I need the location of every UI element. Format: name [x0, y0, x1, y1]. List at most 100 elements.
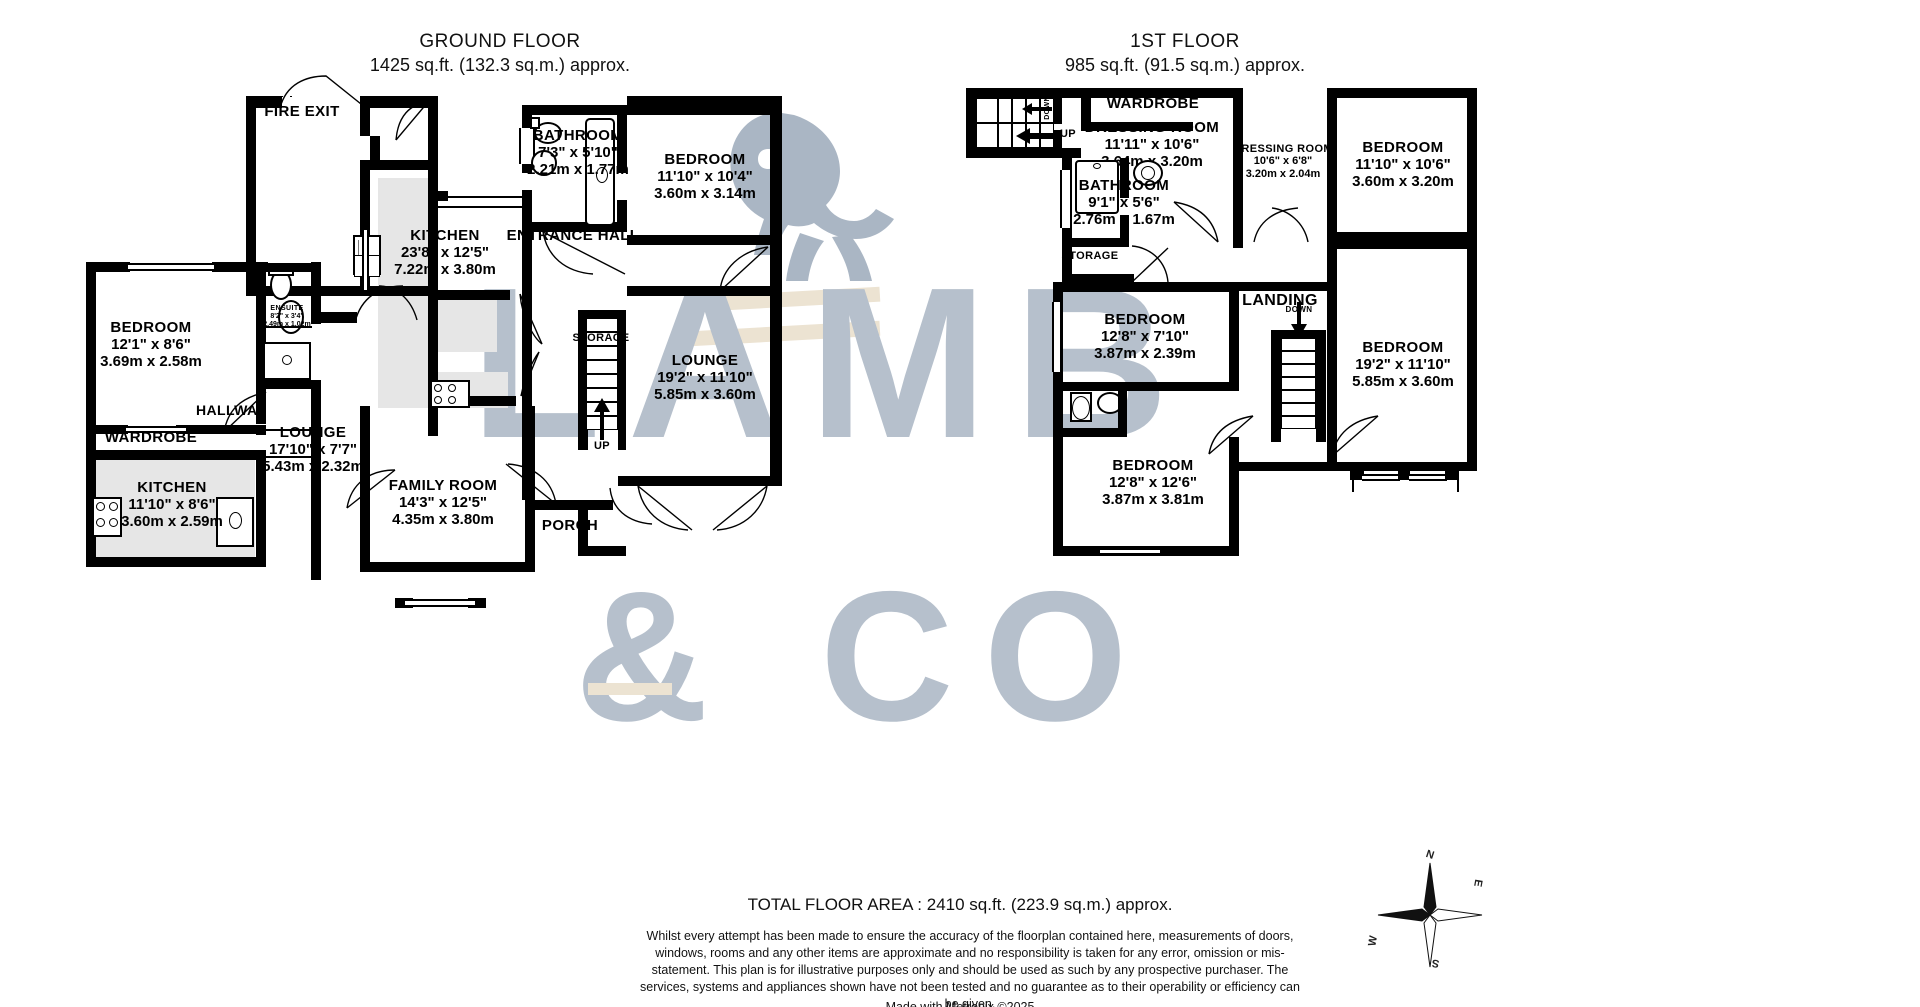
wall [1052, 130, 1062, 158]
wall [618, 310, 626, 450]
door-swing [542, 231, 627, 276]
room-label-bedroom-sw: BEDROOM 12'8" x 12'6" 3.87m x 3.81m [1102, 457, 1204, 508]
wall [1327, 88, 1337, 240]
door-swing [370, 100, 430, 146]
basin-icon [531, 150, 557, 176]
wall [86, 425, 128, 434]
window [1060, 170, 1072, 228]
wall [1337, 240, 1477, 249]
wall [966, 88, 976, 158]
first-floor-title-name: 1ST FLOOR [1130, 31, 1240, 52]
window [1409, 474, 1447, 481]
wall [1053, 282, 1239, 292]
room-label-kitchen-annex: KITCHEN 11'10" x 8'6" 3.60m x 2.59m [121, 479, 223, 530]
door-swing [1330, 412, 1388, 458]
room-dimensions-metric: 2.76m x 1.67m [1073, 210, 1175, 228]
room-dimensions-metric: 5.85m x 3.60m [1352, 372, 1454, 390]
room-dimensions-imperial: 19'2" x 11'10" [657, 368, 753, 386]
wall [618, 476, 628, 486]
room-label-kitchen: KITCHEN 23'8" x 12'5" 7.22m x 3.80m [394, 227, 496, 278]
total-floor-area: TOTAL FLOOR AREA : 2410 sq.ft. (223.9 sq… [747, 895, 1173, 914]
stairs-direction: UP [593, 440, 611, 452]
room-name: FIRE EXIT [264, 103, 340, 120]
door-swing [700, 245, 770, 293]
wall [86, 450, 266, 460]
wall [428, 396, 438, 436]
room-dimensions-metric: 3.60m x 3.20m [1352, 172, 1454, 190]
room-dimensions-metric: 7.22m x 3.80m [394, 260, 496, 278]
room-dimensions-imperial: 8'2" x 3'4" [270, 312, 304, 320]
room-dimensions-imperial: 19'2" x 11'10" [1355, 355, 1451, 373]
window [362, 230, 369, 290]
wall [535, 500, 613, 510]
wall [1120, 158, 1129, 198]
room-dimensions-metric: 5.43m x 2.32m [262, 457, 364, 475]
room-dimensions-imperial: 11'10" x 10'4" [657, 167, 753, 185]
ground-floor-title: GROUND FLOOR 1425 sq.ft. (132.3 sq.m.) a… [300, 30, 700, 76]
wall [370, 136, 380, 160]
wall [360, 562, 535, 572]
room-name: WARDROBE [1106, 95, 1200, 112]
toilet-icon [534, 122, 562, 144]
wall [627, 235, 782, 245]
wall [1233, 88, 1243, 248]
room-name: KITCHEN [137, 479, 207, 496]
room-name: BEDROOM [664, 151, 746, 168]
door-swing [703, 485, 769, 532]
room-label-lounge-annex: LOUNGE 17'10" x 7'7" 5.43m x 2.32m [262, 424, 364, 475]
wall [395, 598, 413, 608]
first-floor-title-area: 985 sq.ft. (91.5 sq.m.) approx. [1064, 54, 1306, 75]
stairs-direction: DOWN [1285, 305, 1313, 314]
window [126, 426, 188, 433]
room-name: LOUNGE [279, 424, 347, 441]
ground-floor-title-name: GROUND FLOOR [419, 31, 581, 52]
disclaimer-text: Whilst every attempt has been made to en… [640, 929, 1300, 1007]
room-dimensions-imperial: 12'8" x 12'6" [1108, 473, 1198, 491]
door-swing [1252, 206, 1310, 244]
window [1052, 302, 1062, 372]
room-name: ENSUITE [270, 305, 304, 312]
wall [966, 88, 1081, 98]
room-dimensions-metric: 4.35m x 3.80m [392, 510, 494, 528]
room-name: BATHROOM [532, 127, 624, 144]
door-swing [608, 486, 658, 526]
room-name: STORAGE [1061, 250, 1119, 262]
room-name: BEDROOM [110, 319, 192, 336]
room-label-porch: PORCH [541, 517, 599, 535]
room-name: HALLWAY [196, 402, 266, 418]
room-label-bathroom-ground: BATHROOM 7'3" x 5'10" 2.21m x 1.77m [527, 127, 629, 178]
wall [1327, 232, 1477, 241]
room-dimensions-metric: 3.20m x 2.04m [1245, 167, 1321, 180]
room-label-hallway: HALLWAY [196, 402, 266, 419]
room-name: PORCH [541, 517, 599, 534]
stairs-up-label: UP [594, 440, 610, 452]
wall [1118, 391, 1127, 437]
wall [246, 286, 370, 296]
room-dimensions-imperial: 12'1" x 8'6" [111, 335, 191, 353]
wall [578, 546, 626, 556]
partition [266, 429, 312, 431]
wall [1062, 238, 1124, 247]
door-swing [1207, 414, 1259, 456]
room-name: ENTRANCE HALL [506, 227, 640, 244]
wall [86, 557, 266, 567]
room-dimensions-metric: 5.85m x 3.60m [654, 385, 756, 403]
wall [311, 262, 321, 312]
room-name: BEDROOM [1362, 339, 1444, 356]
wall [1316, 330, 1326, 442]
room-dimensions-imperial: 11'10" x 8'6" [128, 495, 216, 513]
door-swing [279, 74, 370, 110]
wall [428, 290, 510, 300]
wall [617, 200, 627, 232]
sink-basin-icon [229, 512, 242, 529]
door-swing [498, 462, 558, 506]
wall [1053, 382, 1239, 391]
wall [263, 263, 321, 272]
room-dimensions-metric: 2.49m x 1.02m [263, 320, 311, 328]
wall [966, 148, 1081, 158]
bath-tap-icon [596, 167, 608, 183]
wall [522, 222, 627, 232]
room-dimensions-imperial: 7'3" x 5'10" [538, 143, 618, 161]
room-name: KITCHEN [410, 227, 480, 244]
door-swing [497, 350, 540, 398]
